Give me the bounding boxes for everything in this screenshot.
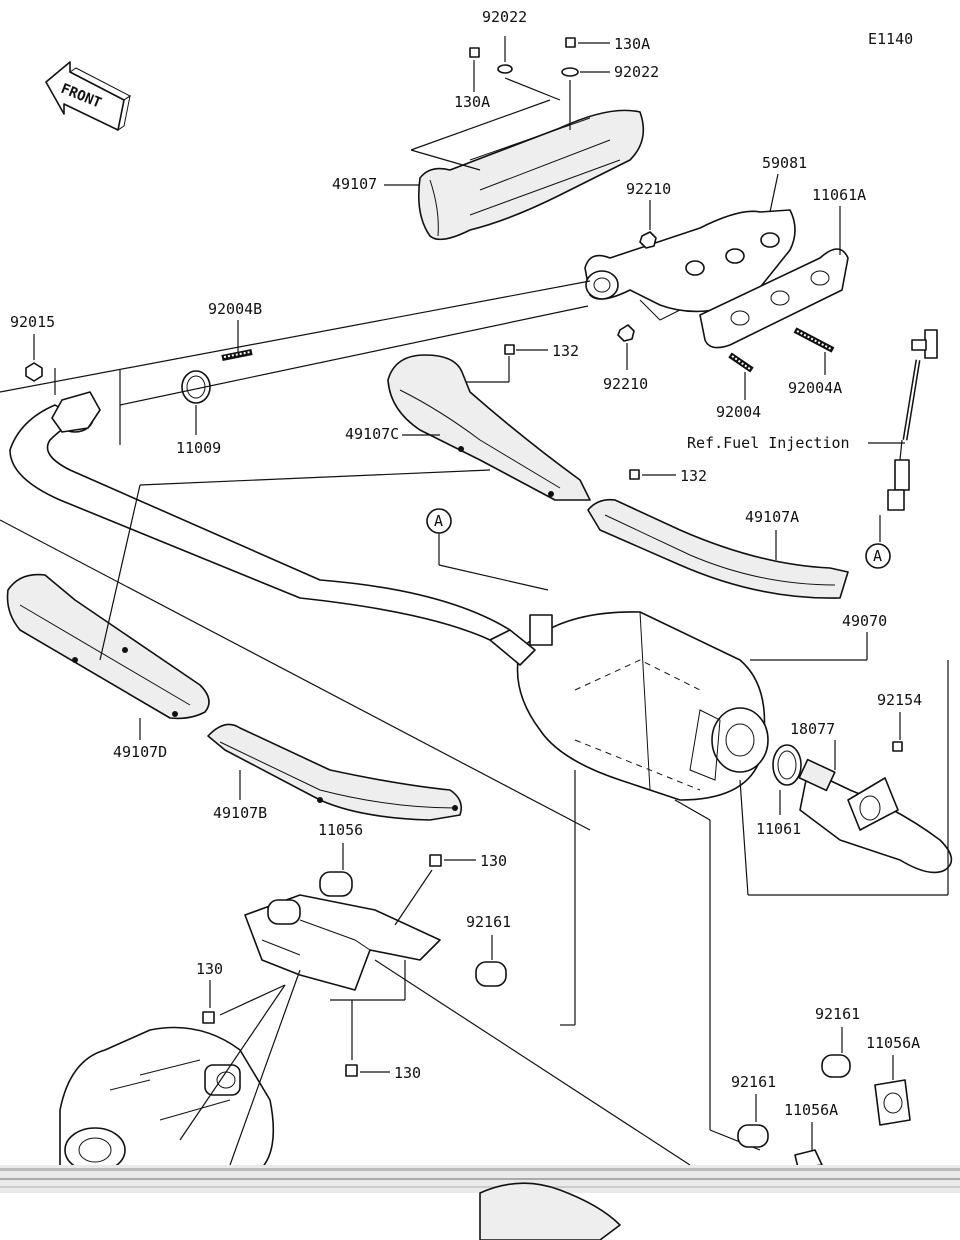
part-label-92004A: 92004A (788, 379, 842, 397)
heat-shield-49107C (387, 354, 591, 501)
bolt-130A-left (469, 47, 480, 58)
bushing-92161-right (821, 1054, 851, 1078)
part-label-92210-top: 92210 (626, 180, 671, 198)
part-label-18077: 18077 (790, 720, 835, 738)
part-label-92161-right: 92161 (815, 1005, 860, 1023)
nut-92015 (25, 362, 43, 382)
part-label-11056A-bottom: 11056A (784, 1101, 838, 1119)
bushing-92161-mid (475, 961, 507, 987)
part-label-130A-left: 130A (454, 93, 490, 111)
muffler-49070 (489, 611, 769, 801)
bolt-130-left (202, 1011, 215, 1024)
part-label-59081: 59081 (762, 154, 807, 172)
front-arrow-icon: FRONT (45, 61, 131, 132)
connector-a-right (865, 543, 891, 569)
ref-fuel-injection-note: Ref.Fuel Injection (687, 434, 850, 452)
washer-92022-right (561, 67, 579, 77)
part-label-92004: 92004 (716, 403, 761, 421)
part-label-130-right: 130 (480, 852, 507, 870)
diagram-code: E1140 (868, 30, 913, 48)
connector-a-mid-label: A (434, 512, 443, 530)
bolt-130A-top (565, 37, 576, 48)
part-label-11061A: 11061A (812, 186, 866, 204)
bracket-11056A-right (874, 1079, 911, 1126)
part-label-49107D: 49107D (113, 743, 167, 761)
part-label-130-left: 130 (196, 960, 223, 978)
part-label-132-top: 132 (552, 342, 579, 360)
exhaust-manifold-59081 (584, 209, 796, 321)
connector-a-right-label: A (873, 547, 882, 565)
stud-92004A (793, 327, 835, 353)
stud-92004 (728, 352, 754, 373)
washer-92022-top (497, 64, 513, 74)
part-label-11056A-right: 11056A (866, 1034, 920, 1052)
heat-shield-49107D (6, 573, 210, 720)
bracket-11056 (244, 871, 441, 991)
part-label-92004B: 92004B (208, 300, 262, 318)
part-label-11056: 11056 (318, 821, 363, 839)
bolt-130-bottom (345, 1064, 358, 1077)
bolt-132-mid (629, 469, 640, 480)
part-label-92161-bottom: 92161 (731, 1073, 776, 1091)
part-label-130-bottom: 130 (394, 1064, 421, 1082)
part-label-132-mid: 132 (680, 467, 707, 485)
part-label-130A-top: 130A (614, 35, 650, 53)
bushing-92161-bottom (737, 1124, 769, 1148)
bolt-92154 (892, 741, 903, 752)
gasket-11061A (699, 248, 849, 349)
ground-band (0, 1165, 960, 1240)
part-label-92015: 92015 (10, 313, 55, 331)
oxygen-sensor (887, 329, 938, 511)
part-label-49107C: 49107C (345, 425, 399, 443)
stud-92004B (221, 349, 253, 361)
bolt-132-top (504, 344, 515, 355)
part-label-49107A: 49107A (745, 508, 799, 526)
part-label-49107B: 49107B (213, 804, 267, 822)
gasket-11061 (772, 744, 802, 786)
bolt-130-right (429, 854, 442, 867)
part-label-92022-right: 92022 (614, 63, 659, 81)
part-label-11061: 11061 (756, 820, 801, 838)
heat-shield-49107 (417, 109, 645, 241)
heat-shield-49107A (587, 498, 849, 599)
part-label-92210-bottom: 92210 (603, 375, 648, 393)
part-label-92154: 92154 (877, 691, 922, 709)
part-label-92022-top: 92022 (482, 8, 527, 26)
tail-pipe-18077 (798, 758, 953, 874)
engine-housing (59, 1026, 275, 1173)
part-label-49107: 49107 (332, 175, 377, 193)
part-label-11009: 11009 (176, 439, 221, 457)
gasket-11009 (181, 370, 211, 404)
heat-shield-49107B (207, 723, 463, 821)
nut-92210-bottom (617, 324, 635, 342)
part-label-49070: 49070 (842, 612, 887, 630)
nut-92210-top (639, 231, 657, 249)
part-label-92161-mid: 92161 (466, 913, 511, 931)
